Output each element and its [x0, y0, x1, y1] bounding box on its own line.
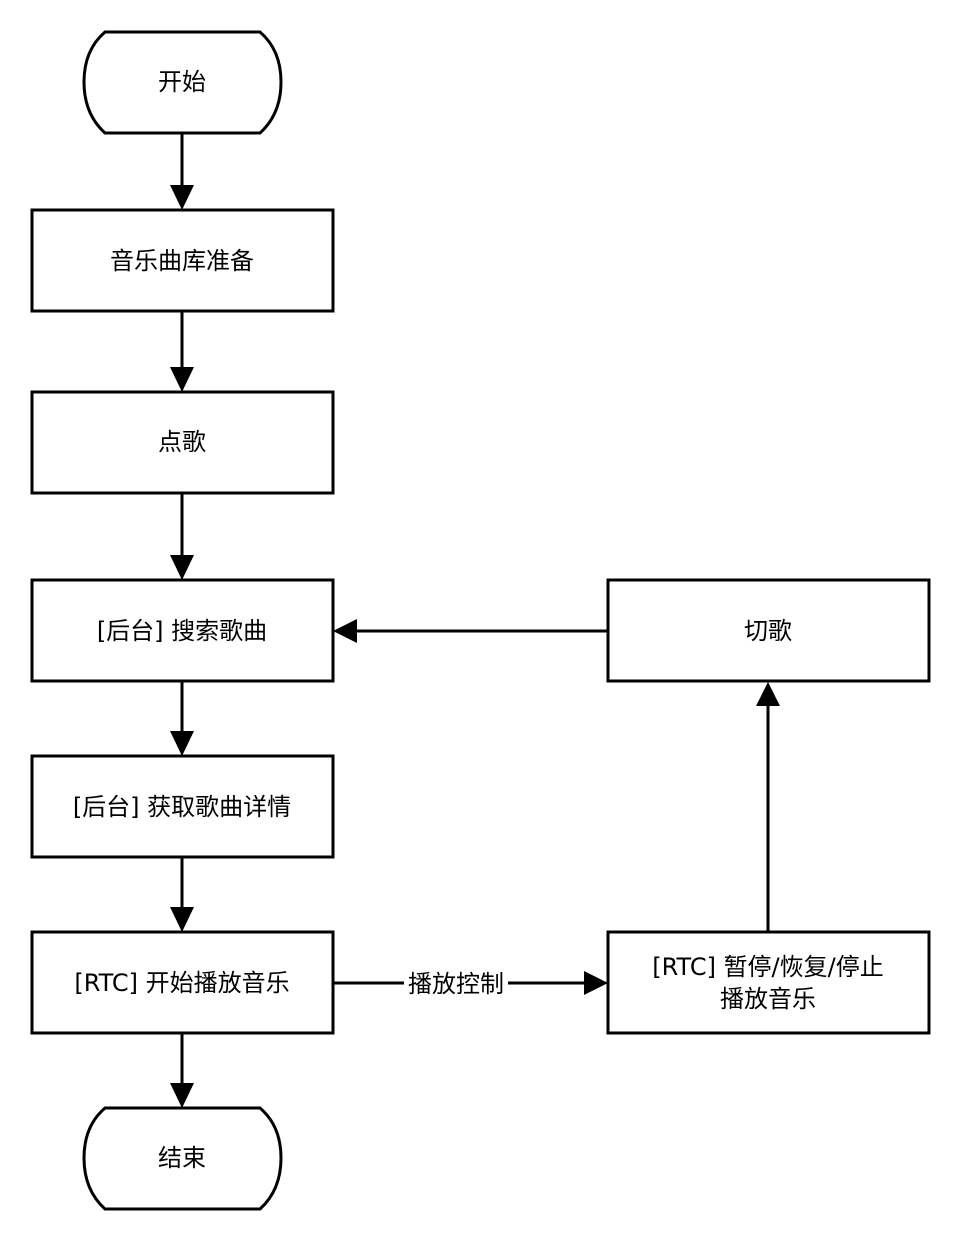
- terminal-shape-end: [82, 1106, 283, 1211]
- edge-detail-to-play: [170, 857, 194, 932]
- edge-label-play-control: 播放控制: [404, 968, 508, 998]
- node-request: 点歌: [30, 390, 335, 495]
- edge-request-to-search: [170, 493, 194, 580]
- node-search: [后台] 搜索歌曲: [30, 578, 335, 683]
- node-switch: 切歌: [606, 578, 931, 683]
- edge-play-to-end: [170, 1033, 194, 1108]
- node-detail: [后台] 获取歌曲详情: [30, 754, 335, 859]
- terminal-shape-start: [82, 30, 283, 135]
- edge-start-to-prepare: [170, 133, 194, 210]
- node-start-label: 开始: [158, 68, 206, 96]
- edge-switch-to-search: [333, 619, 608, 643]
- node-search-label: [后台] 搜索歌曲: [97, 617, 267, 645]
- edge-control-to-switch: [756, 682, 780, 932]
- node-control-label-line1: [RTC] 暂停/恢复/停止: [652, 953, 883, 981]
- node-play-label: [RTC] 开始播放音乐: [74, 969, 289, 997]
- edge-search-to-detail: [170, 681, 194, 756]
- nodes: 开始 音乐曲库准备 点歌 [后台] 搜索歌曲 [后台] 获取歌曲详情 [RTC]…: [30, 30, 931, 1211]
- edge-label-play-control-text: 播放控制: [408, 970, 504, 998]
- node-prepare-label: 音乐曲库准备: [110, 247, 254, 275]
- node-detail-label: [后台] 获取歌曲详情: [73, 793, 291, 821]
- node-control: [RTC] 暂停/恢复/停止 播放音乐: [606, 930, 931, 1035]
- edge-labels: 播放控制: [404, 968, 508, 998]
- node-end-label: 结束: [158, 1144, 206, 1172]
- node-end: 结束: [82, 1106, 283, 1211]
- node-prepare: 音乐曲库准备: [30, 208, 335, 313]
- edge-prepare-to-request: [170, 311, 194, 392]
- node-start: 开始: [82, 30, 283, 135]
- node-request-label: 点歌: [158, 428, 206, 456]
- node-play: [RTC] 开始播放音乐: [30, 930, 335, 1035]
- node-switch-label: 切歌: [744, 617, 792, 645]
- node-control-label-line2: 播放音乐: [720, 985, 816, 1013]
